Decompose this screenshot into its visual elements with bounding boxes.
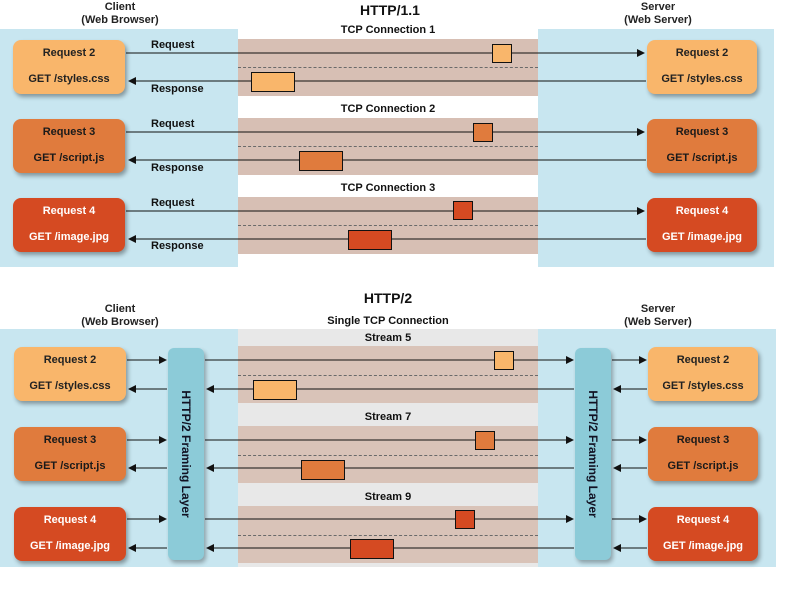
request-label-3: Request [151, 197, 195, 209]
http1-server-header: Server (Web Server) [624, 1, 692, 26]
stream-5-label: Stream 5 [364, 332, 412, 344]
tcp-connection-2-divider [238, 146, 538, 147]
http1-server-request-2: Request 2 GET /styles.css [647, 40, 757, 94]
stream-9-request-packet-top [455, 510, 475, 529]
stream-7-request-packet-top [475, 431, 495, 450]
http1-response-packet-1-top [251, 72, 295, 92]
tcp-connection-3-label: TCP Connection 3 [340, 182, 436, 194]
http2-server-request-4: Request 4 GET /image.jpg [648, 507, 758, 561]
stream-9-divider [238, 535, 538, 536]
tcp-connection-3-divider [238, 225, 538, 226]
http2-server-header: Server (Web Server) [624, 303, 692, 328]
http1-client-request-3: Request 3 GET /script.js [13, 119, 125, 173]
http1-client-header: Client (Web Browser) [81, 1, 159, 26]
http1-response-packet-3-top [348, 230, 392, 250]
http2-server-request-3: Request 3 GET /script.js [648, 427, 758, 481]
stream-9-response-packet-top [350, 539, 394, 559]
http2-server-request-2: Request 2 GET /styles.css [648, 347, 758, 401]
http1-request-packet-3-top [453, 201, 473, 220]
response-label-2: Response [151, 162, 204, 174]
response-label-1: Response [151, 83, 204, 95]
request-label-2: Request [151, 118, 195, 130]
stream-7-label: Stream 7 [364, 411, 412, 423]
tcp-connection-2-label: TCP Connection 2 [340, 103, 436, 115]
response-label-3: Response [151, 240, 204, 252]
client-framing-layer: HTTP/2 Framing Layer [168, 348, 204, 560]
stream-5-request-packet-top [494, 351, 514, 370]
stream-7-divider [238, 455, 538, 456]
stream-5-response-packet-top [253, 380, 297, 400]
http2-client-request-4: Request 4 GET /image.jpg [14, 507, 126, 561]
http1-request-packet-2-top [473, 123, 493, 142]
http2-client-request-3: Request 3 GET /script.js [14, 427, 126, 481]
http1-title: HTTP/1.1 [360, 2, 420, 18]
stream-9-label: Stream 9 [364, 491, 412, 503]
tcp-connection-1-divider [238, 67, 538, 68]
stream-7-response-packet-top [301, 460, 345, 480]
http2-client-header: Client (Web Browser) [81, 303, 159, 328]
http2-subtitle: Single TCP Connection [327, 315, 449, 327]
http1-client-request-2: Request 2 GET /styles.css [13, 40, 125, 94]
http2-title: HTTP/2 [363, 290, 413, 306]
stream-5-divider [238, 375, 538, 376]
http1-server-request-4: Request 4 GET /image.jpg [647, 198, 757, 252]
http2-client-request-2: Request 2 GET /styles.css [14, 347, 126, 401]
http1-response-packet-2-top [299, 151, 343, 171]
http1-server-request-3: Request 3 GET /script.js [647, 119, 757, 173]
server-framing-layer: HTTP/2 Framing Layer [575, 348, 611, 560]
tcp-connection-1-label: TCP Connection 1 [340, 24, 436, 36]
http1-client-request-4: Request 4 GET /image.jpg [13, 198, 125, 252]
http1-request-packet-1-top [492, 44, 512, 63]
request-label-1: Request [151, 39, 195, 51]
